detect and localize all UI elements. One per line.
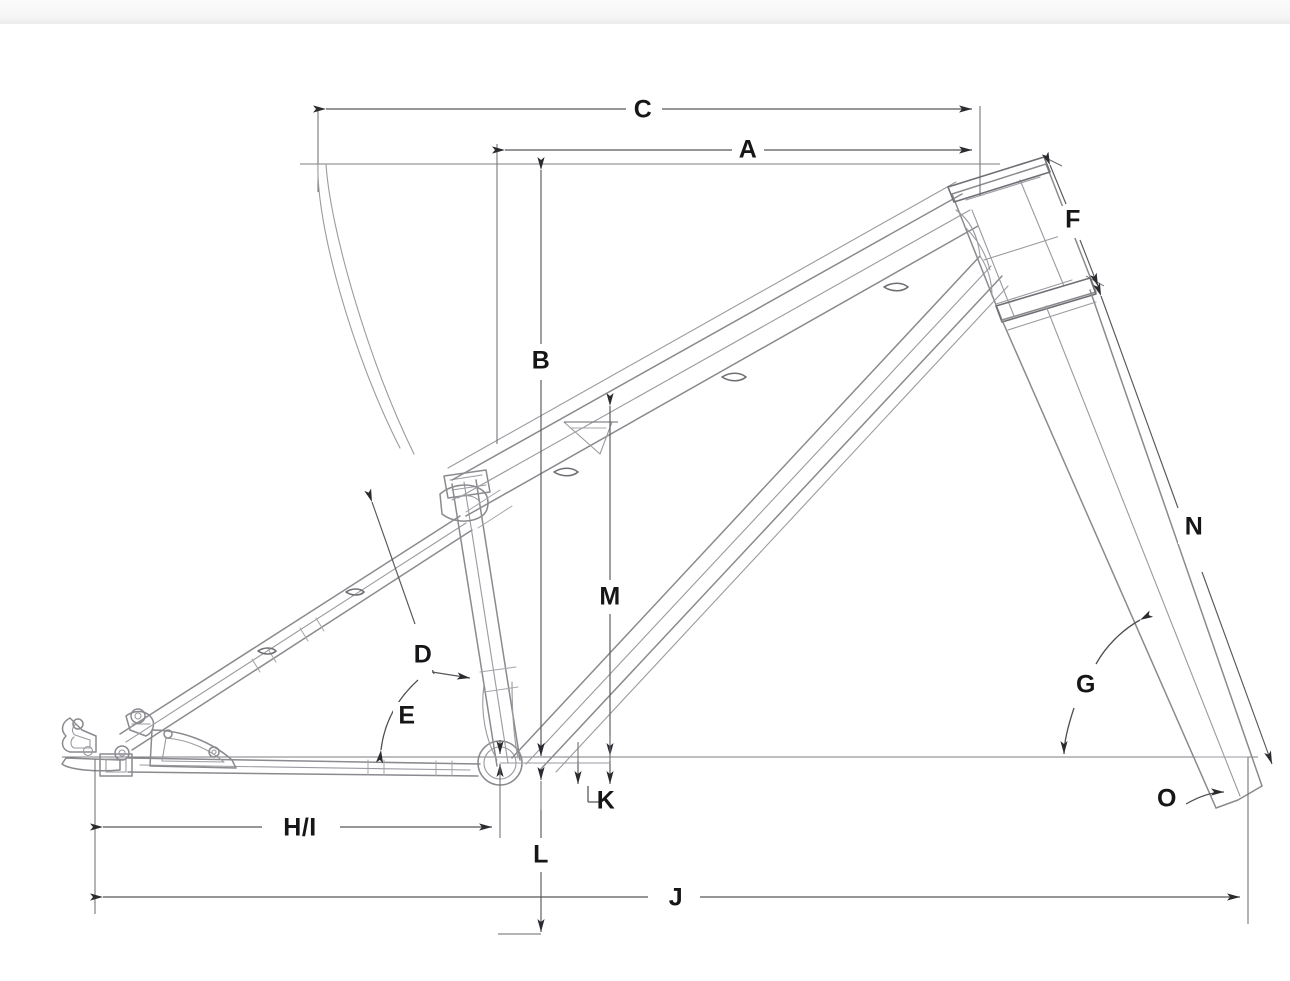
dimension-H-I: H/I [90, 759, 501, 914]
dimension-K: K [574, 736, 616, 815]
dimension-label-E: E [398, 702, 415, 730]
seat-stay-gusset [149, 729, 237, 769]
dimension-C: C [313, 95, 981, 196]
bb-datum-arrows [496, 740, 611, 780]
chain-stay [127, 757, 481, 777]
dimension-M: M [564, 393, 628, 756]
dimension-G: G [1060, 610, 1154, 755]
fork [1001, 289, 1263, 809]
dimension-E: E [375, 679, 421, 764]
front-dropout [1195, 756, 1249, 924]
dimension-F: F [1041, 151, 1105, 287]
head-tube-junction [955, 209, 993, 297]
dimension-N: N [1093, 282, 1273, 765]
dimension-label-K: K [597, 787, 616, 815]
dimension-L: L [498, 781, 556, 935]
rear-brake-mount [125, 708, 155, 737]
dimension-D: D [364, 488, 471, 680]
dimension-label-C: C [634, 96, 653, 124]
seat-tube [443, 469, 521, 767]
seattube-seatstay-junction [439, 484, 489, 522]
dimension-A: A [492, 136, 981, 444]
browser-chrome-bar [0, 0, 1290, 24]
dimension-J: J [90, 882, 1240, 912]
dimension-label-O: O [1157, 785, 1177, 813]
frame-geometry-svg: C A B [61, 95, 1273, 935]
dimension-label-B: B [532, 347, 551, 375]
dimension-label-F: F [1065, 206, 1081, 234]
bicycle-frame-artwork [61, 156, 1263, 924]
dimension-O: O [1157, 785, 1225, 813]
dimension-label-A: A [739, 136, 758, 164]
dimension-B: B [525, 157, 557, 756]
dimension-label-N: N [1185, 513, 1204, 541]
technical-drawing-canvas: C A B [0, 24, 1290, 981]
rear-dropout [61, 717, 133, 777]
construction-lines [317, 163, 415, 455]
dimension-label-H-I: H/I [283, 814, 316, 842]
seat-stay [119, 515, 473, 751]
dimension-label-J: J [669, 884, 683, 912]
dimension-label-L: L [533, 841, 549, 869]
top-tube [447, 181, 979, 529]
dimension-label-G: G [1076, 671, 1096, 699]
down-tube [511, 255, 1009, 773]
head-tube [947, 156, 1097, 323]
dimension-label-M: M [599, 583, 620, 611]
dimension-label-D: D [414, 641, 433, 669]
